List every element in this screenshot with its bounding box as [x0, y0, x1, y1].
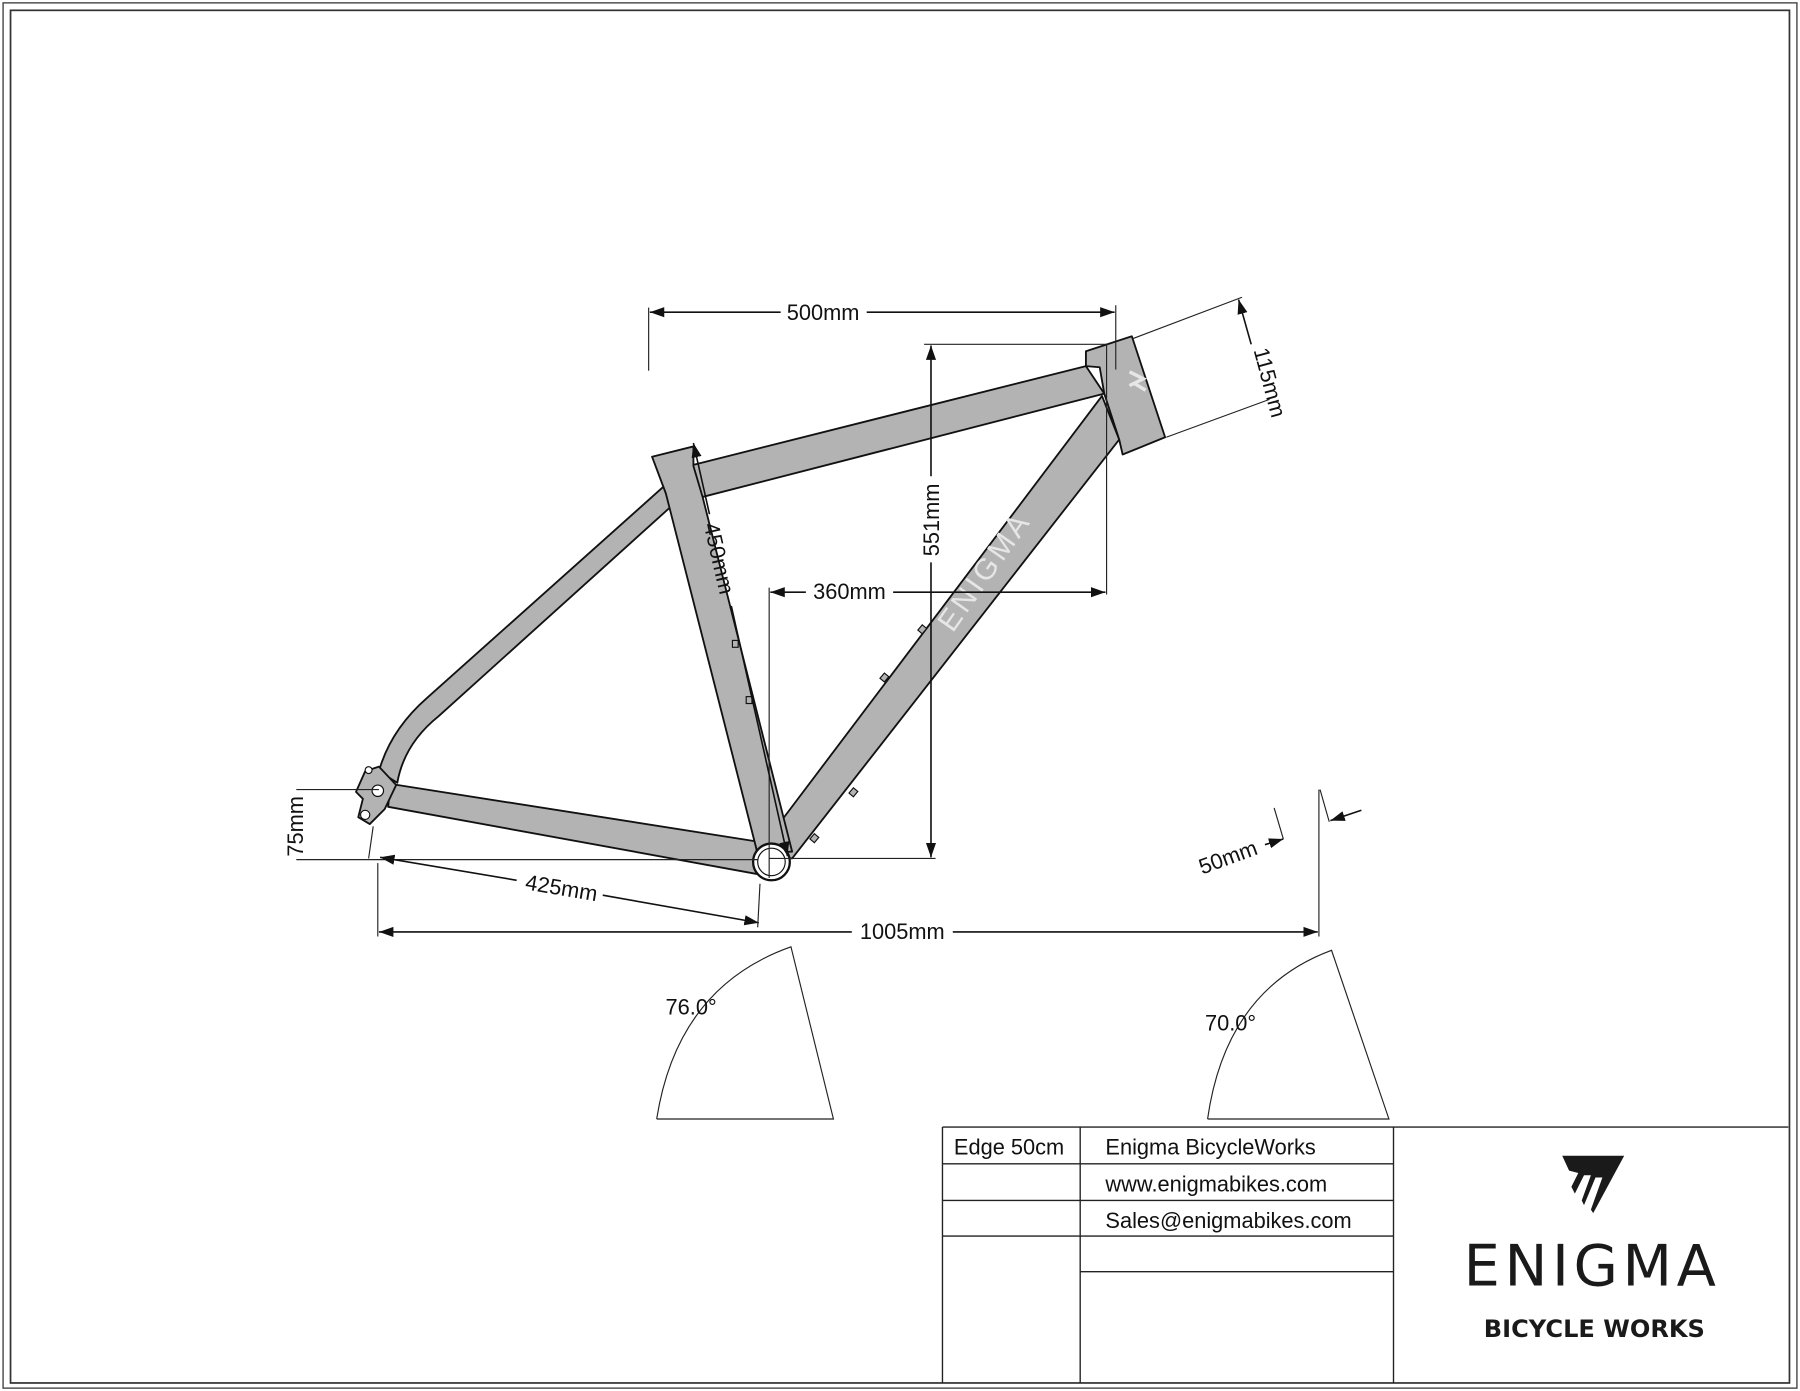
bicycle-frame: ENIGMA [355, 335, 1167, 882]
enigma-logo-icon [1562, 1155, 1625, 1214]
inner-border [9, 9, 1791, 1384]
bottom-bracket [751, 842, 791, 882]
head-angle-arc [1207, 949, 1390, 1120]
logo-wordmark: ENIGMA [1464, 1232, 1721, 1299]
seat-angle-label: 76.0° [666, 995, 717, 1020]
dimension-lines [296, 296, 1390, 1120]
dim-115: 115mm [1249, 345, 1292, 420]
seat-stay [378, 485, 674, 784]
dim-50: 50mm [1195, 835, 1260, 879]
seat-angle-arc [656, 946, 835, 1120]
dim-360: 360mm [813, 579, 886, 604]
title-block: Edge 50cm Enigma BicycleWorks www.enigma… [941, 1126, 1789, 1383]
dim-500: 500mm [787, 300, 860, 325]
dim-425: 425mm [524, 869, 600, 906]
dim-551: 551mm [919, 484, 944, 557]
frame-watermark: ENIGMA [931, 505, 1037, 637]
chainstay [387, 782, 761, 876]
seat-tube [651, 445, 794, 855]
model-name: Edge 50cm [954, 1135, 1064, 1160]
company-name: Enigma BicycleWorks [1105, 1135, 1315, 1160]
email-link[interactable]: Sales@enigmabikes.com [1105, 1208, 1351, 1233]
website-link[interactable]: www.enigmabikes.com [1104, 1171, 1327, 1196]
logo-subtitle: BICYCLE WORKS [1484, 1315, 1705, 1343]
dim-75: 75mm [283, 796, 308, 857]
head-tube [1085, 335, 1167, 456]
head-angle-label: 70.0° [1205, 1011, 1256, 1036]
dim-1005: 1005mm [860, 919, 945, 944]
